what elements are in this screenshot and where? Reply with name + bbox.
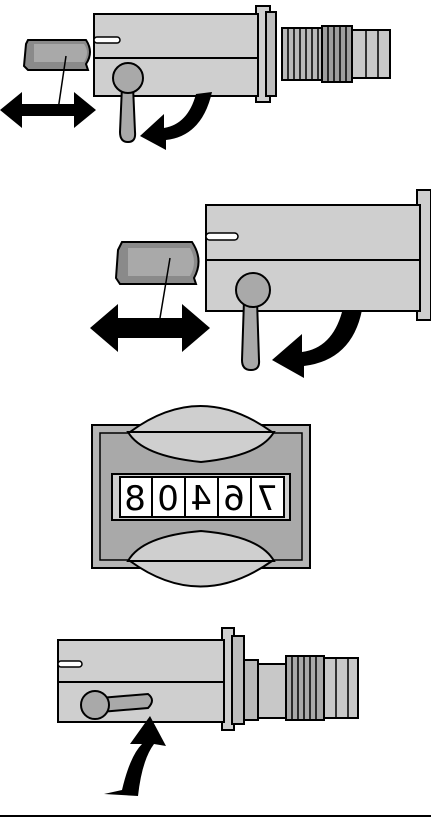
cap-1: [22, 39, 91, 111]
curved-arrow-icon: [272, 310, 362, 378]
step-1-device: [93, 5, 391, 144]
connector-1: [281, 25, 391, 83]
double-arrow-icon: [90, 304, 210, 352]
double-arrow-icon: [0, 92, 96, 128]
counter-digit: 6: [223, 479, 245, 519]
lever-1: [112, 62, 144, 144]
step-3-counter: 7 6 4 0 8: [91, 405, 311, 588]
cap-2: [114, 241, 200, 331]
counter-digit: 0: [157, 479, 179, 519]
lever-2: [235, 272, 271, 372]
counter-digit: 7: [256, 479, 278, 519]
counter-digit: 8: [124, 479, 146, 519]
counter-digit: 4: [190, 479, 212, 519]
lever-4: [80, 690, 153, 720]
curved-arrow-icon: [140, 92, 212, 150]
curved-arrow-icon: [104, 716, 166, 796]
step-2-device: [205, 189, 431, 372]
step-4-device: [57, 627, 359, 731]
connector-4: [243, 655, 359, 721]
